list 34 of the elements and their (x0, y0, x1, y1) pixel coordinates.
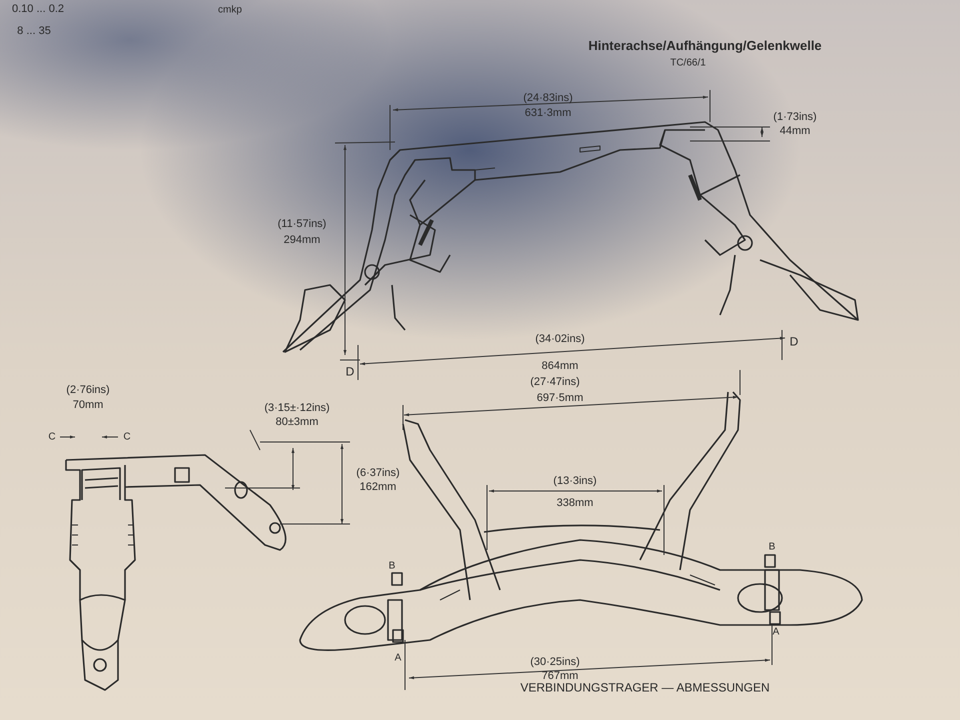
dimension-label: 294mm (284, 234, 320, 246)
dimension-label: 338mm (556, 496, 594, 510)
dimension-label: D (790, 335, 798, 349)
dimension-label: 864mm (542, 360, 578, 372)
dimension-label: (2·76ins) (66, 384, 110, 396)
dimension-label: A (394, 652, 402, 664)
dimension-label: (13·3ins) (553, 474, 597, 488)
dimension-label: B (388, 560, 396, 572)
dimension-label: B (768, 542, 776, 552)
dimension-label: (24·83ins) (523, 92, 573, 104)
dimension-label: (27·47ins) (530, 376, 580, 388)
page-note: 0.10 ... 0.2 (12, 2, 64, 16)
dimension-label: 70mm (72, 398, 104, 412)
dimension-label: (11·57ins) (278, 218, 326, 230)
page-note: Hinterachse/Aufhängung/Gelenkwelle (588, 38, 822, 54)
dimension-label: 44mm (780, 124, 810, 138)
dimension-label: (1·73ins) (773, 110, 817, 124)
dimension-label: (6·37ins) (356, 466, 400, 480)
page-note: cmkp (218, 4, 242, 16)
dimension-label: C (48, 432, 56, 442)
dimension-label: C (123, 432, 131, 442)
dimension-label: 767mm (542, 670, 578, 682)
dimension-label: 80±3mm (276, 416, 318, 428)
dimension-label: (30·25ins) (530, 656, 580, 668)
dimension-label: 631·3mm (524, 106, 572, 120)
page-note: TC/66/1 (670, 58, 706, 68)
dimension-label: (3·15±·12ins) (264, 402, 330, 414)
figure-title: VERBINDUNGSTRAGER — ABMESSUNGEN (520, 681, 770, 695)
dimension-label: (34·02ins) (535, 332, 585, 346)
dimension-label: 162mm (360, 480, 396, 494)
page-note: 8 ... 35 (17, 24, 51, 38)
dimension-label: D (346, 365, 354, 379)
dimension-label: A (772, 626, 780, 638)
dimension-label: 697·5mm (536, 392, 584, 404)
